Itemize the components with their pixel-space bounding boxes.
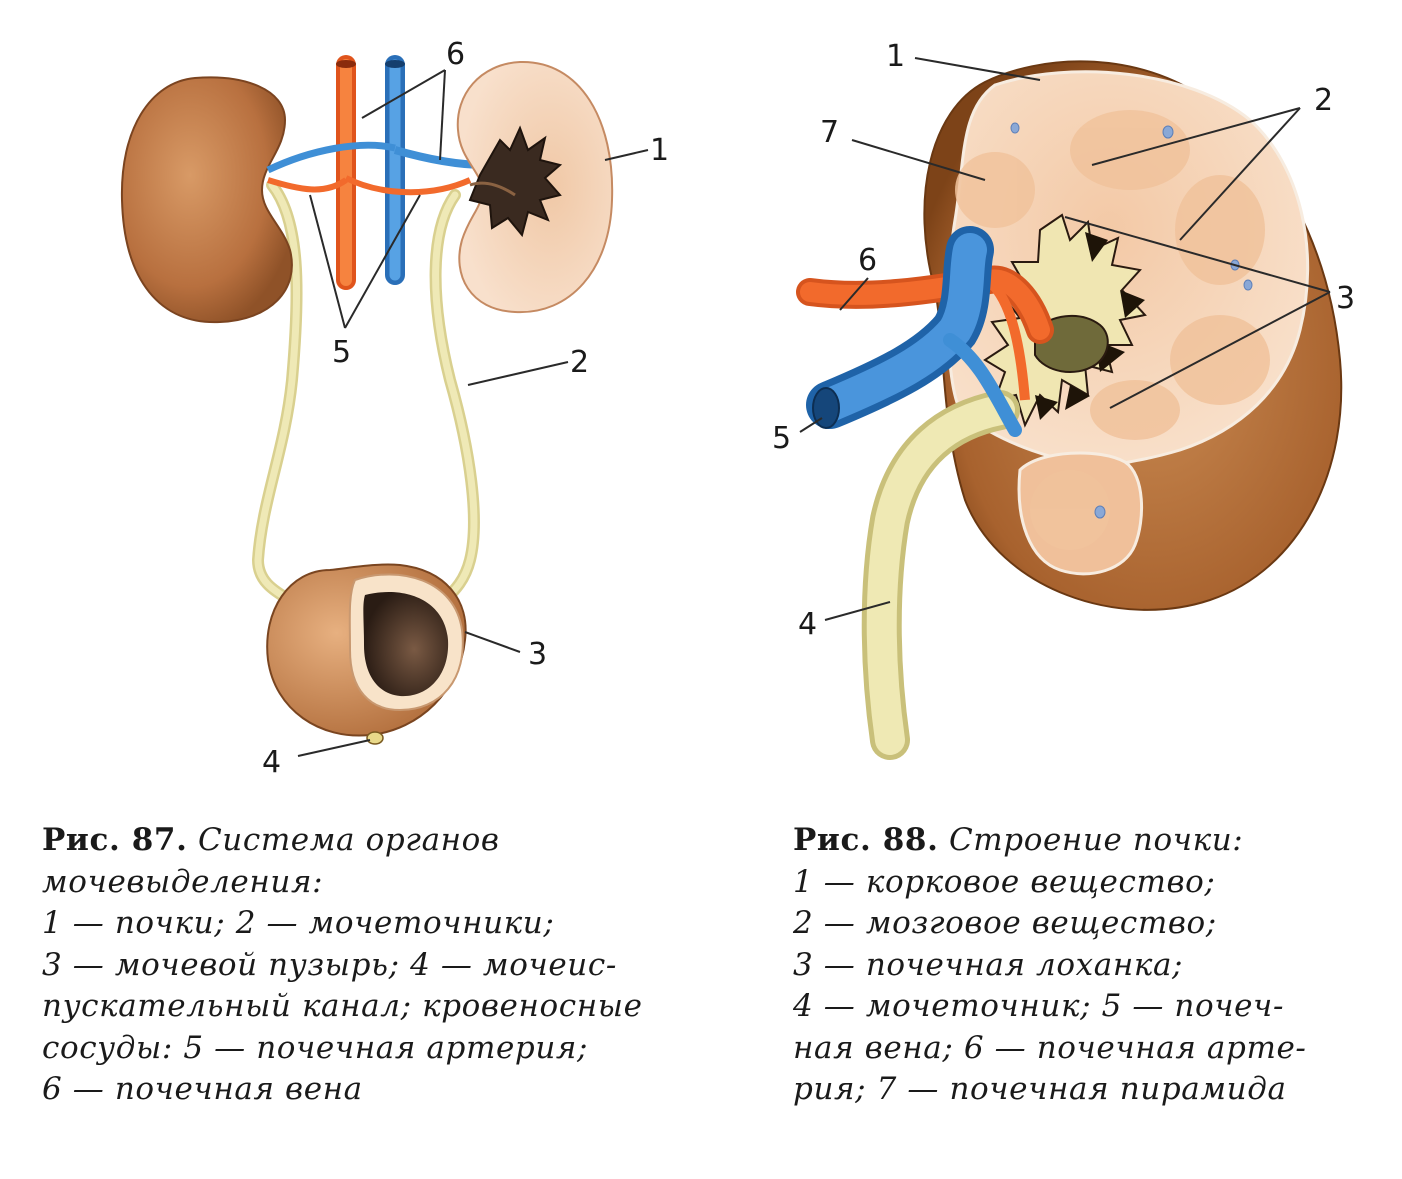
leader-lines [297,69,649,757]
urinary-system-illustration: 6 1 2 5 3 4 [120,37,669,780]
caption-88-line-6: рия; 7 — почечная пирамида [793,1071,1287,1107]
caption-87-header: Рис. 87. Система органов [42,820,742,862]
renal-pelvis-dark [468,125,563,238]
caption-88-line-3: 3 — почечная лоханка; [793,946,1184,983]
urethra-opening [366,731,384,745]
label-4: 4 [798,607,817,642]
caption-87-line-1: 1 — почки; 2 — мочеточники; [42,905,555,941]
caption-88-line-2: 2 — мозговое вещество; [793,905,1217,941]
label-6: 6 [446,37,465,72]
figure-87-urinary-system: 6 1 2 5 3 4 [0,0,760,800]
caption-88-number: Рис. 88. [793,822,939,858]
label-5: 5 [772,421,791,456]
caption-87-number: Рис. 87. [42,822,188,858]
left-kidney [120,76,293,324]
label-7: 7 [820,115,839,150]
label-1: 1 [886,39,905,74]
renal-vein-opening [812,387,840,429]
label-3: 3 [528,637,547,672]
label-6: 6 [858,243,877,278]
kidney-structure-illustration: 1 2 7 6 3 5 4 [772,39,1355,760]
renal-artery-left [267,177,348,193]
label-1: 1 [650,133,669,168]
label-4: 4 [262,745,281,780]
caption-87-line-5: 6 — почечная вена [42,1071,363,1107]
label-3: 3 [1336,281,1355,316]
caption-87-title-1: Система органов [197,822,500,858]
caption-87-line-3: пускательный канал; кровеносные [42,988,643,1024]
bladder-cavity [363,592,449,697]
caption-88-header: Рис. 88. Строение почки: [793,820,1393,862]
caption-88-line-4: 4 — мочеточник; 5 — почеч- [793,988,1285,1024]
label-2: 2 [1314,83,1333,118]
caption-figure-88: Рис. 88. Строение почки: 1 — корковое ве… [793,820,1393,1111]
label-2: 2 [570,345,589,380]
figure-88-kidney-structure: 1 2 7 6 3 5 4 [740,0,1402,800]
caption-figure-87: Рис. 87. Система органов мочевыделения: … [42,820,742,1111]
caption-87-line-4: сосуды: 5 — почечная артерия; [42,1029,589,1066]
caption-88-line-5: ная вена; 6 — почечная арте- [793,1029,1307,1066]
renal-vein-left [266,141,396,174]
label-5: 5 [332,335,351,370]
caption-87-line-2: 3 — мочевой пузырь; 4 — мочеис- [42,946,617,983]
leader-lines [799,57,1331,621]
renal-artery-right [344,175,472,196]
caption-87-title-2: мочевыделения: [42,863,324,900]
caption-88-title: Строение почки: [948,822,1244,858]
caption-88-line-1: 1 — корковое вещество; [793,863,1216,900]
